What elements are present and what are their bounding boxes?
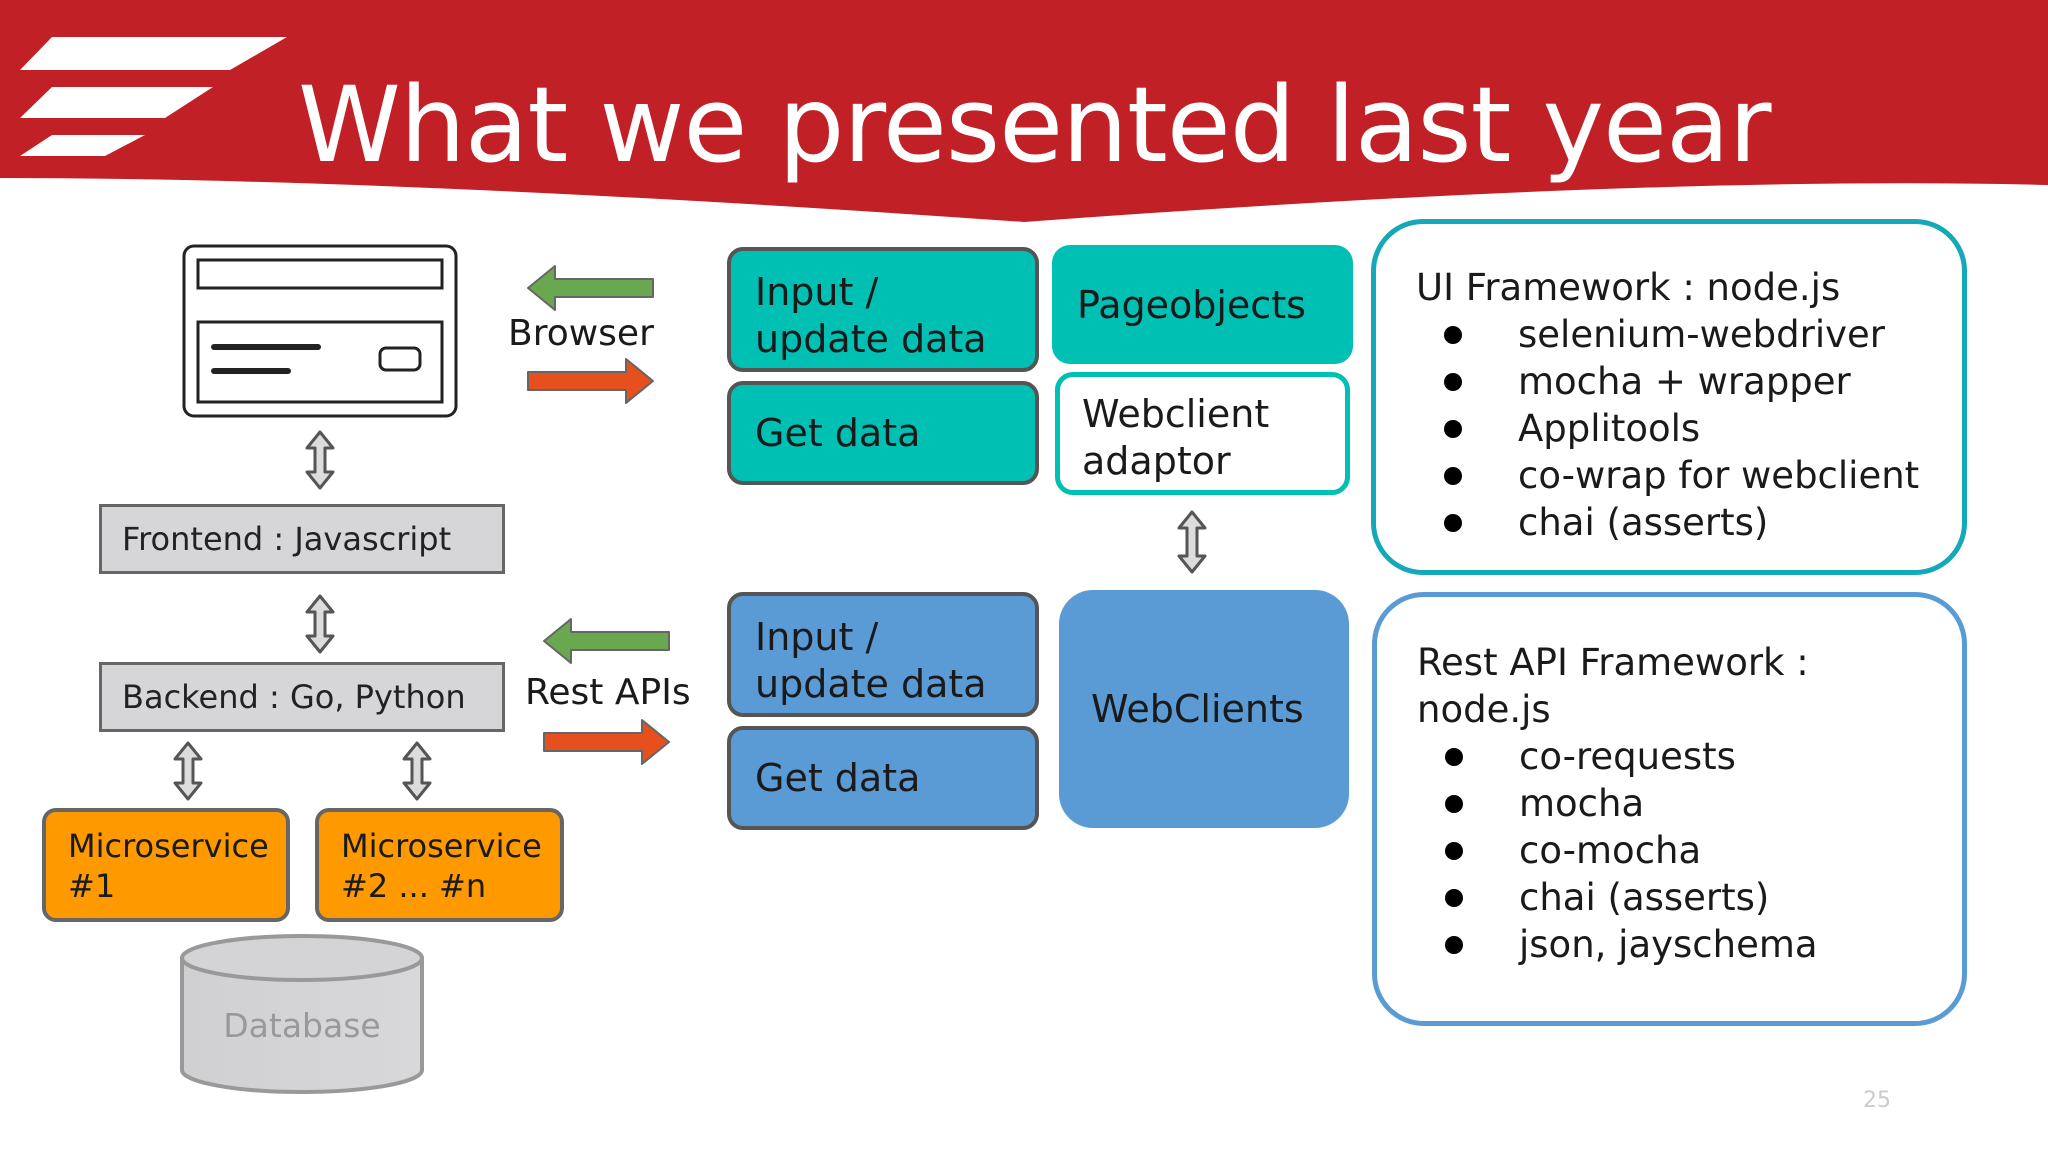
browser-label: Browser [508,313,654,354]
updown-arrow-icon [305,430,335,490]
microservice-2-box: Microservice #2 ... #n [315,808,564,922]
frontend-box: Frontend : Javascript [99,504,505,574]
arrow-right-icon [543,719,670,765]
updown-arrow-icon [1177,510,1207,574]
api-framework-panel: Rest API Framework : node.js co-requests… [1372,592,1967,1026]
arrow-left-icon [527,265,654,311]
api-framework-item: json, jayschema [1417,921,1932,968]
updown-arrow-icon [305,594,335,654]
rest-apis-label: Rest APIs [525,672,691,713]
api-get-data-box: Get data [727,726,1039,830]
ui-framework-item: Applitools [1416,405,1932,452]
ui-framework-item: co-wrap for webclient [1416,452,1932,499]
ui-get-data-box: Get data [727,381,1039,485]
ui-framework-item: chai (asserts) [1416,499,1932,546]
arrow-right-icon [527,358,654,404]
webclient-adaptor-box: Webclient adaptor [1055,372,1350,495]
backend-box: Backend : Go, Python [99,662,505,732]
updown-arrow-icon [173,741,203,801]
database-icon [180,934,424,1094]
pageobjects-box: Pageobjects [1052,245,1353,364]
ui-framework-panel: UI Framework : node.js selenium-webdrive… [1371,219,1967,575]
api-framework-heading: Rest API Framework : node.js [1417,641,1809,731]
api-framework-item: co-mocha [1417,827,1932,874]
api-framework-item: co-requests [1417,733,1932,780]
api-framework-item: chai (asserts) [1417,874,1932,921]
ui-input-update-box: Input / update data [727,247,1039,372]
slide-title: What we presented last year [298,64,1771,186]
ui-framework-item: selenium-webdriver [1416,311,1932,358]
microservice-1-box: Microservice #1 [42,808,290,922]
logo-icon [20,37,287,156]
ui-framework-item: mocha + wrapper [1416,358,1932,405]
header-band [0,0,2048,222]
api-input-update-box: Input / update data [727,592,1039,717]
database-label: Database [223,1006,381,1045]
api-framework-item: mocha [1417,780,1932,827]
page-number: 25 [1863,1088,1891,1113]
arrow-left-icon [543,618,670,664]
webclients-box: WebClients [1059,590,1349,828]
browser-window-icon [182,244,458,418]
updown-arrow-icon [402,741,432,801]
ui-framework-heading: UI Framework : node.js [1416,266,1841,309]
